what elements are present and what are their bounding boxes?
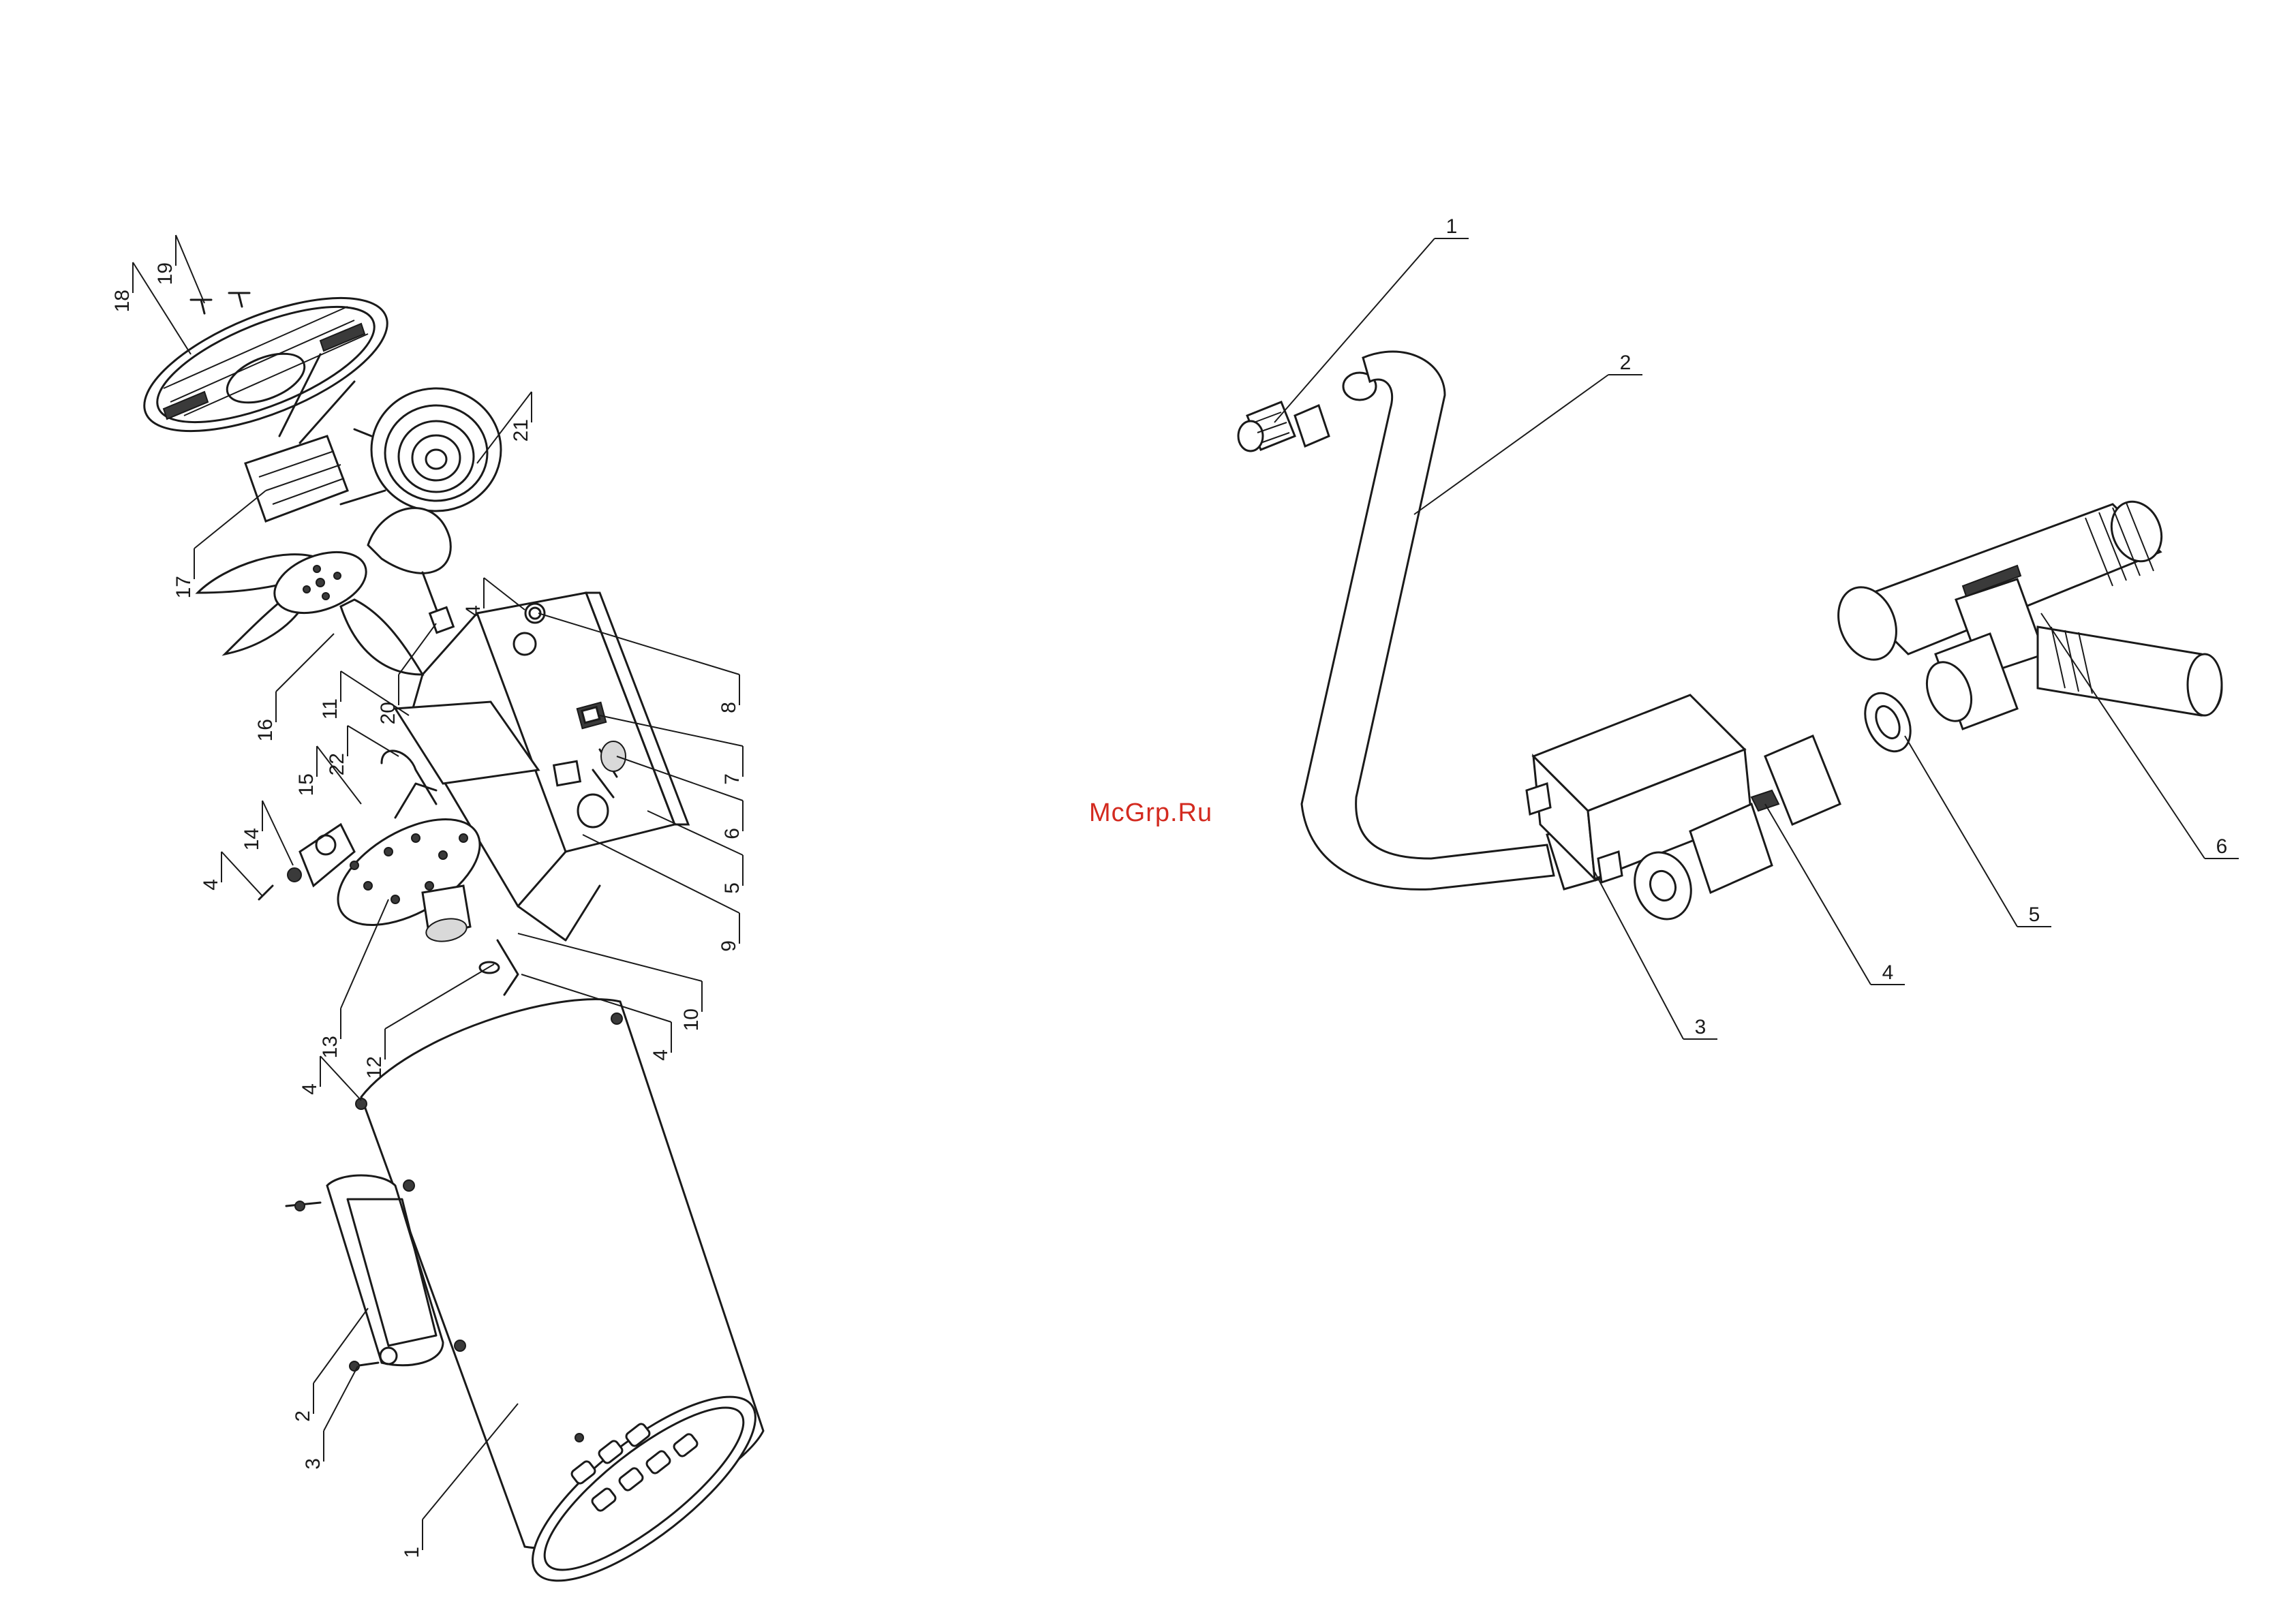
- callout-number: 7: [721, 773, 744, 785]
- leader-line: [518, 933, 702, 981]
- callout-number: 6: [721, 828, 744, 839]
- sealing-washer: [1856, 686, 1919, 759]
- callout-number: 20: [377, 702, 399, 724]
- fan-blades: [198, 508, 450, 675]
- callout-number: 9: [718, 940, 740, 952]
- leader-line: [484, 578, 525, 610]
- callout-number: 19: [154, 262, 177, 285]
- right-assembly: [1238, 352, 2222, 927]
- callout-number: 1: [401, 1547, 423, 1558]
- callout-number: 4: [299, 1083, 321, 1095]
- watermark-text: McGrp.Ru: [1089, 799, 1212, 828]
- leader-line: [385, 964, 494, 1029]
- callout-number: 5: [721, 882, 744, 894]
- callout-number: 8: [718, 702, 740, 713]
- leader-line: [1905, 736, 2017, 927]
- callout-number: 4: [462, 605, 485, 617]
- leader-line: [176, 235, 204, 303]
- callout-number: 4: [1882, 961, 1894, 984]
- callout-number: 13: [319, 1036, 341, 1058]
- callout-number: 15: [295, 773, 318, 796]
- callout-number: 18: [111, 290, 134, 312]
- grille-screws: [191, 293, 249, 313]
- thermostat-probe: [423, 572, 453, 633]
- callout-number: 12: [363, 1056, 386, 1079]
- leader-line: [262, 801, 293, 865]
- callout-number: 4: [200, 879, 222, 891]
- callout-number: 17: [172, 576, 195, 598]
- callout-number: 4: [649, 1049, 672, 1061]
- callout-number: 2: [292, 1410, 314, 1422]
- callout-number: 16: [254, 719, 277, 741]
- leader-line: [1765, 804, 1871, 985]
- leader-line: [583, 835, 739, 913]
- leader-line: [320, 1056, 361, 1100]
- callout-number: 2: [1620, 352, 1632, 374]
- callout-number: 11: [319, 698, 341, 720]
- solenoid-valve: [1527, 695, 1840, 927]
- gas-tube: [1302, 352, 1554, 889]
- callout-number: 10: [680, 1008, 703, 1031]
- leader-line: [324, 1366, 358, 1431]
- callout-number: 3: [302, 1458, 324, 1470]
- callout-number: 5: [2029, 903, 2040, 926]
- leader-line: [348, 726, 399, 756]
- callout-number: 14: [241, 828, 263, 850]
- leader-line: [276, 634, 334, 692]
- leader-line: [194, 491, 266, 548]
- burner-bracket: [382, 702, 538, 818]
- callout-number: 6: [2216, 835, 2228, 858]
- burner-disc: [320, 798, 497, 947]
- leader-line: [221, 852, 262, 896]
- ignition-electrode: [480, 940, 518, 995]
- left-assembly: [127, 270, 781, 1610]
- front-grille-ring: [127, 270, 404, 459]
- callout-number: 3: [1695, 1016, 1706, 1038]
- heating-coil-spiral: [341, 388, 501, 511]
- callout-number: 1: [1446, 215, 1458, 238]
- leader-line: [313, 1308, 368, 1383]
- callout-number: 21: [510, 419, 532, 442]
